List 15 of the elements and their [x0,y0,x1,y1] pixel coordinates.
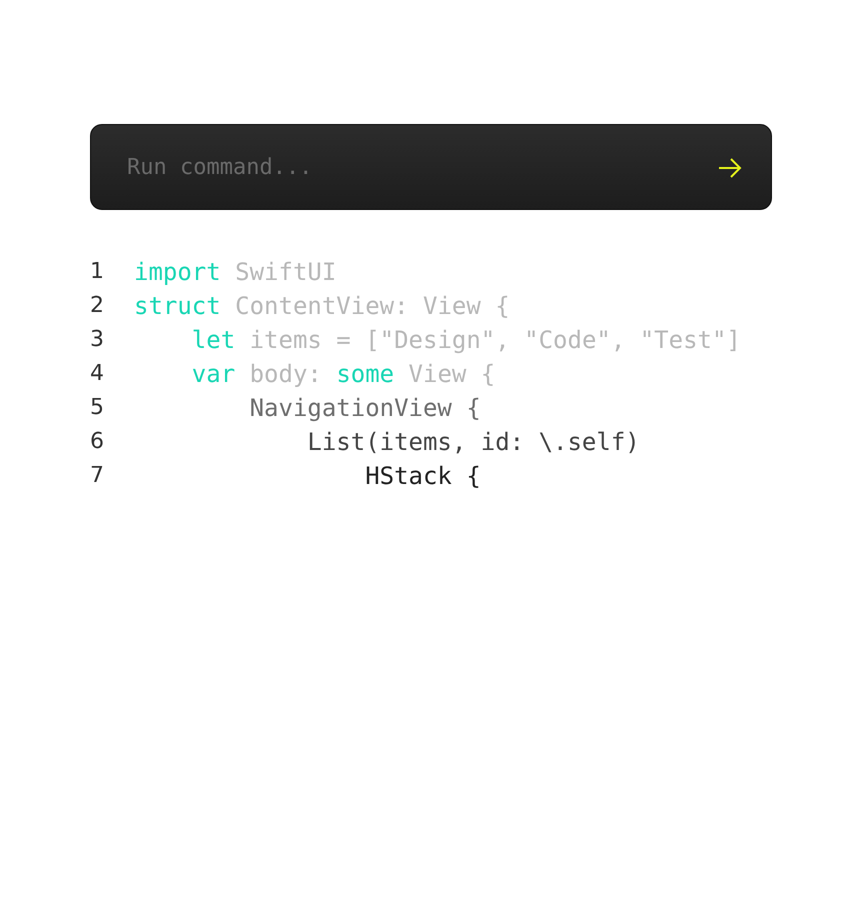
line-number: 6 [90,428,104,456]
line-number: 7 [90,462,104,490]
code-line: var body: some View { [192,359,496,390]
code-line: import SwiftUI [134,257,336,288]
line-number: 3 [90,326,104,354]
code-line: struct ContentView: View { [134,291,510,322]
line-number: 4 [90,360,104,388]
code-line: NavigationView { [250,393,481,424]
command-input-field: Run command... [90,124,772,210]
code-line: List(items, id: \.self) [307,427,640,458]
code-line: let items = ["Design", "Code", "Test"] [192,325,741,356]
line-number: 2 [90,292,104,320]
line-number: 5 [90,394,104,422]
code-line: HStack { [365,461,481,492]
line-number: 1 [90,258,104,286]
